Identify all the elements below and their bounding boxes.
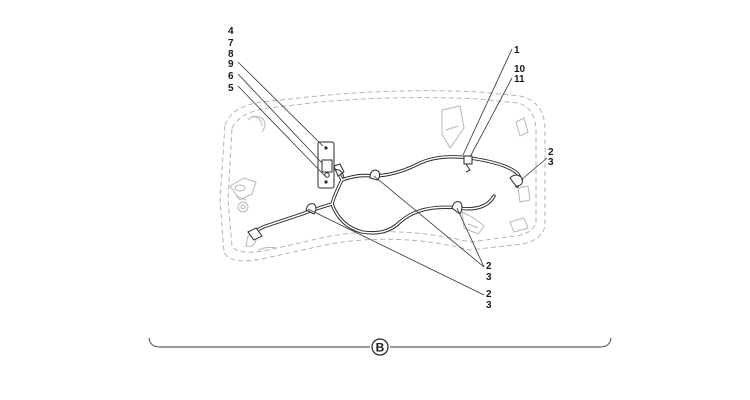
- mounting-bracket: [317, 141, 345, 189]
- callout-mid-3: 3: [486, 272, 492, 283]
- panel-outline: [219, 90, 546, 262]
- callout-group-middle: 2 3: [486, 261, 492, 283]
- callout-7: 7: [228, 38, 234, 49]
- callout-group-bottom: 2 3: [486, 289, 492, 311]
- callout-mid-2: 2: [486, 261, 492, 272]
- cable-clip-center: [369, 169, 381, 181]
- callout-1: 1: [514, 45, 520, 56]
- view-label: B: [376, 341, 385, 355]
- callout-10: 10: [514, 64, 526, 75]
- cable-clip-right: [509, 174, 523, 187]
- view-label-circle: [371, 338, 389, 356]
- callout-8: 8: [228, 49, 234, 60]
- callout-5: 5: [228, 83, 234, 94]
- callout-group-bracket: 4 7 8 9 6 5: [228, 26, 234, 94]
- wiring-harness: [252, 155, 522, 240]
- callout-6: 6: [228, 71, 234, 82]
- callout-right-3: 3: [548, 157, 554, 168]
- callout-bottom-3: 3: [486, 300, 492, 311]
- callout-9: 9: [228, 59, 234, 70]
- callout-4: 4: [228, 26, 234, 37]
- leader-lines: [237, 48, 548, 296]
- cable-clip-top-right: [463, 155, 473, 173]
- callout-right-2: 2: [548, 147, 554, 158]
- callout-group-top-right: 1 10 11: [514, 45, 526, 85]
- callout-group-right: 2 3: [548, 147, 554, 168]
- view-bracket: B: [148, 337, 612, 356]
- connector-end: [247, 227, 263, 241]
- callout-11: 11: [514, 74, 525, 85]
- panel-details: [229, 105, 531, 251]
- callout-bottom-2: 2: [486, 289, 492, 300]
- cable-clip-lower: [451, 201, 463, 215]
